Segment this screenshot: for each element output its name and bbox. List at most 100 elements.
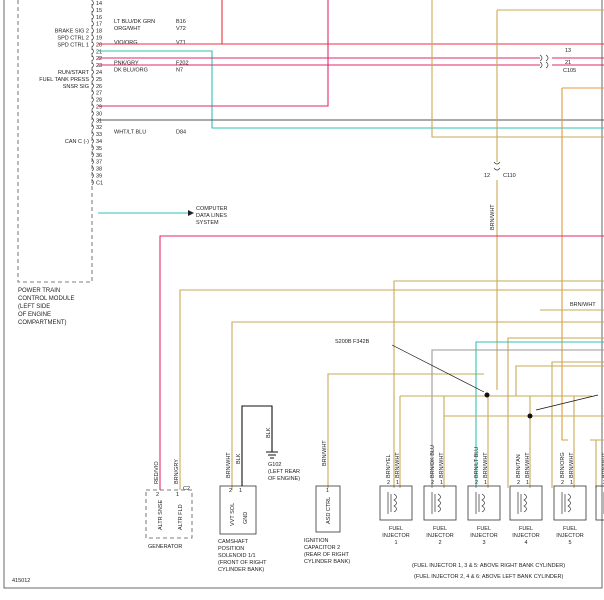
pcm-pin-row: C1: [91, 179, 103, 186]
pin-function-label: SPD CTRL 2: [57, 36, 89, 42]
pin-function-label: FUEL TANK PRESS: [39, 77, 89, 83]
wire-color-label: DK BLU/ORG: [114, 68, 148, 74]
pcm-module-label: POWER TRAIN CONTROL MODULE (LEFT SIDE OF…: [18, 288, 74, 326]
svg-text:CYLINDER BANK): CYLINDER BANK): [304, 559, 350, 565]
svg-text:21: 21: [565, 60, 571, 66]
wire-color-label: WHT/LT BLU: [114, 130, 146, 136]
pin-function-label: BRAKE SIG 2: [55, 29, 89, 35]
svg-text:CAMSHAFT: CAMSHAFT: [218, 539, 249, 545]
svg-text:ALTR SNSE: ALTR SNSE: [158, 500, 164, 530]
pcm-pin-row: 16: [91, 14, 102, 21]
pin-number: 20: [96, 42, 102, 48]
svg-text:G102: G102: [268, 462, 281, 468]
pcm-pin-row: 36: [91, 152, 102, 159]
pcm-pin-row: 30: [91, 110, 102, 117]
label-brn-wht-vertical: BRN/WHT: [490, 204, 496, 230]
pin-number: C1: [96, 180, 103, 186]
pcm-pin-row: 25 FUEL TANK PRESS: [39, 76, 102, 83]
pin-number: 15: [96, 8, 102, 14]
pin-number: 21: [96, 49, 102, 55]
injector-label: INJECTOR: [556, 533, 583, 539]
svg-text:1: 1: [326, 488, 329, 494]
svg-text:2: 2: [229, 488, 232, 494]
injector-label: 1: [394, 540, 397, 546]
pcm-pin-row: 32: [91, 124, 102, 131]
svg-text:COMPUTER: COMPUTER: [196, 206, 228, 212]
injector-wire-label: BRN/YEL: [386, 454, 392, 478]
injector-wire-label: BRN/LT BLU: [474, 447, 480, 478]
svg-text:1: 1: [239, 488, 242, 494]
ignition-capacitor: BRN/WHT 1 ASD CTRL IGNITION CAPACITOR 2 …: [304, 440, 350, 565]
svg-text:1: 1: [176, 492, 179, 498]
circuit-label: N7: [176, 68, 183, 74]
pcm-pin-row: 28: [91, 96, 102, 104]
svg-text:POWER TRAIN: POWER TRAIN: [18, 288, 60, 294]
wire-red-vio: [159, 235, 604, 490]
camshaft-solenoid: BRN/WHT BLK 2 1 VVT SOL GND CAMSHAFT POS…: [218, 405, 273, 573]
svg-text:C110: C110: [503, 173, 516, 179]
pin-number: 31: [96, 118, 102, 124]
injector-pin-number: 1: [440, 480, 443, 486]
svg-text:COMPARTMENT): COMPARTMENT): [18, 320, 66, 326]
pin-number: 37: [96, 160, 102, 166]
injector-label: 2: [438, 540, 441, 546]
injector-label: INJECTOR: [512, 533, 539, 539]
pin-number: 22: [96, 56, 102, 62]
pin-number: 39: [96, 174, 102, 180]
injector-pin-number: 1: [396, 480, 399, 486]
svg-text:(FUEL INJECTOR 1, 3 & 5: ABOVE: (FUEL INJECTOR 1, 3 & 5: ABOVE RIGHT BAN…: [412, 563, 565, 569]
wire-color-label: ORG/WHT: [114, 26, 141, 32]
svg-text:BRN/GRY: BRN/GRY: [174, 459, 180, 484]
pin-number: 19: [96, 36, 102, 42]
page-border: [3, 0, 603, 589]
pcm-pin-row: 38: [91, 165, 102, 173]
pin-function-label: RUN/START: [58, 70, 90, 76]
pcm-pin-row: 35: [91, 145, 102, 152]
injector-pin-number: 2: [387, 480, 390, 486]
svg-text:POSITION: POSITION: [218, 546, 244, 552]
pin-number: 25: [96, 77, 102, 83]
wire-color-label: VIO/ORG: [114, 40, 138, 46]
svg-text:RED/VIO: RED/VIO: [154, 461, 160, 484]
pin-number: 27: [96, 91, 102, 97]
pin-number: 24: [96, 70, 102, 76]
pcm-pin-row: 15: [91, 7, 102, 14]
svg-text:2: 2: [156, 492, 159, 498]
computer-data-lines-label: COMPUTER DATA LINES SYSTEM: [196, 206, 228, 226]
svg-text:BLK: BLK: [236, 453, 242, 464]
pcm-pin-row: 22: [91, 55, 102, 62]
svg-text:(REAR OF RIGHT: (REAR OF RIGHT: [304, 552, 350, 558]
wire-feed-b: [515, 365, 604, 396]
injector-label: FUEL: [389, 526, 403, 532]
injector-pin-number: 1: [570, 480, 573, 486]
svg-text:DATA LINES: DATA LINES: [196, 213, 227, 219]
pcm-pin-row: 31: [91, 117, 102, 124]
circuit-label: V72: [176, 26, 186, 32]
wire-brn-tan: [507, 337, 604, 488]
label-brn-wht-right: BRN/WHT: [570, 302, 596, 308]
injector-label: INJECTOR: [426, 533, 453, 539]
injector-wire-label: BRN/WHT: [395, 452, 401, 478]
pcm-pin-row: 39: [91, 172, 102, 180]
figure-id: 415012: [12, 578, 30, 584]
pcm-pin-row: 14: [91, 0, 102, 7]
splice-leader: [391, 344, 485, 393]
pin-number: 17: [96, 22, 102, 28]
injector-label: FUEL: [563, 526, 577, 532]
injector-wire-label: BRN/TAN: [516, 454, 522, 478]
injector-pin-number: 2: [517, 480, 520, 486]
pin-number: 34: [96, 139, 102, 145]
pin-number: 16: [96, 15, 102, 21]
circuit-label: F202: [176, 61, 189, 67]
injector-notes: (FUEL INJECTOR 1, 3 & 5: ABOVE RIGHT BAN…: [412, 563, 565, 580]
wire-brn-yel: [393, 280, 604, 488]
pcm-pin-row: 24 RUN/START DK BLU/ORG N7: [58, 68, 183, 77]
svg-text:CYLINDER BANK): CYLINDER BANK): [218, 567, 264, 573]
injector-label: FUEL: [477, 526, 491, 532]
